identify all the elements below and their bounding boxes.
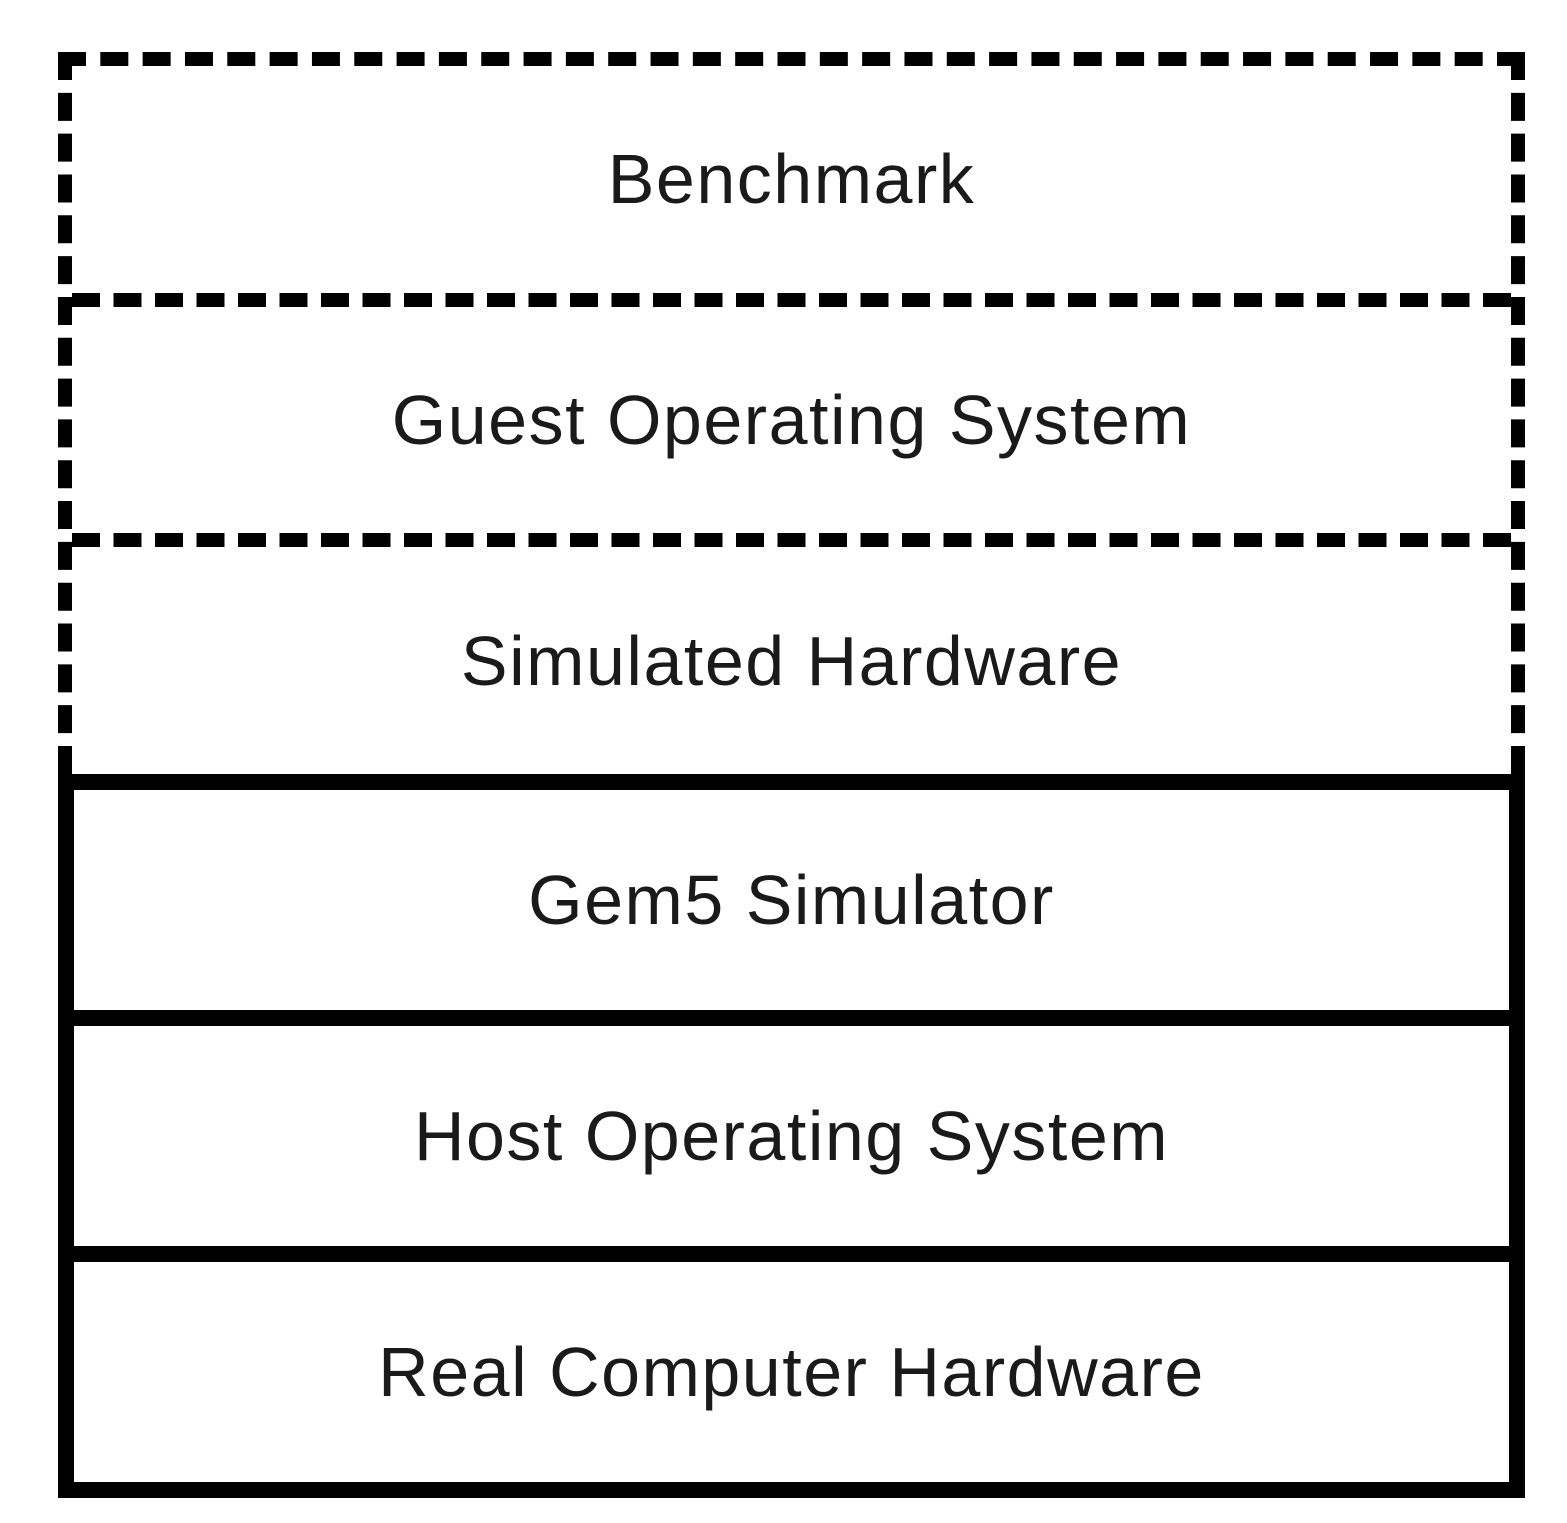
layer-simulated-hardware-label: Simulated Hardware bbox=[460, 621, 1123, 700]
layer-stack-diagram: Benchmark Guest Operating System Simulat… bbox=[58, 52, 1525, 1498]
layer-guest-operating-system: Guest Operating System bbox=[72, 307, 1511, 548]
layer-guest-operating-system-label: Guest Operating System bbox=[391, 381, 1192, 459]
simulated-layers-group: Benchmark Guest Operating System Simulat… bbox=[58, 52, 1525, 774]
layer-gem5-simulator-label: Gem5 Simulator bbox=[528, 861, 1055, 939]
layer-host-operating-system-label: Host Operating System bbox=[413, 1097, 1170, 1175]
layer-real-computer-hardware-label: Real Computer Hardware bbox=[378, 1333, 1205, 1411]
layer-benchmark-label: Benchmark bbox=[607, 140, 976, 219]
layer-real-computer-hardware: Real Computer Hardware bbox=[74, 1262, 1509, 1482]
layer-simulated-hardware: Simulated Hardware bbox=[72, 547, 1511, 774]
layer-host-operating-system: Host Operating System bbox=[74, 1026, 1509, 1262]
layer-gem5-simulator: Gem5 Simulator bbox=[74, 790, 1509, 1026]
layer-benchmark: Benchmark bbox=[72, 66, 1511, 307]
real-layers-group: Gem5 Simulator Host Operating System Rea… bbox=[58, 774, 1525, 1498]
